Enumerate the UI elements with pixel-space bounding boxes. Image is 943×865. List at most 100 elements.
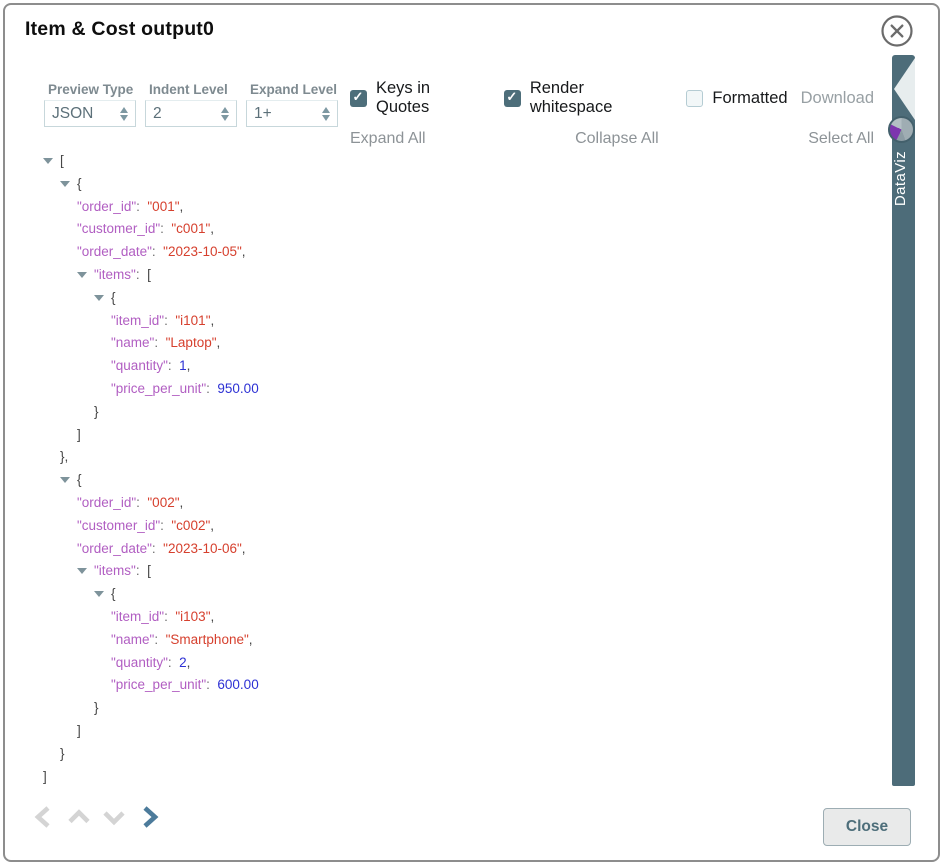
dataviz-tab[interactable]: DataViz — [888, 55, 915, 786]
collapse-arrow-icon[interactable] — [94, 591, 104, 598]
json-string: "i101" — [175, 312, 211, 328]
json-key: "item_id" — [111, 312, 165, 328]
json-punct: , — [179, 494, 184, 510]
up-arrow-icon[interactable] — [65, 803, 93, 831]
spinner-icon[interactable] — [221, 106, 229, 121]
tree-line: "quantity": 1, — [5, 355, 878, 378]
tree-line: "price_per_unit": 600.00 — [5, 674, 878, 697]
collapse-arrow-icon[interactable] — [94, 294, 104, 301]
json-string: "Laptop" — [165, 335, 217, 351]
expand-level-select[interactable]: 1+ — [246, 100, 338, 127]
json-tree: [ { "order_id": "001", "customer_id": "c001… — [5, 150, 878, 788]
tree-line: }, — [5, 446, 878, 469]
json-punct: } — [60, 745, 65, 761]
checkbox-keys-in-quotes[interactable]: Keys in Quotes — [350, 79, 485, 117]
close-button[interactable]: Close — [823, 808, 911, 846]
checkbox-row: Keys in Quotes Render whitespace Formatted… — [350, 79, 874, 117]
expand-all-link[interactable]: Expand All — [350, 130, 426, 147]
json-colon: : — [167, 358, 180, 374]
json-punct: }, — [60, 449, 69, 465]
json-colon: : — [160, 517, 172, 533]
checkbox-formatted[interactable]: Formatted — [686, 88, 788, 108]
collapse-all-link[interactable]: Collapse All — [575, 130, 659, 147]
checked-checkbox-icon[interactable] — [350, 89, 367, 107]
json-punct: [ — [60, 153, 64, 168]
tree-line: ] — [5, 424, 878, 447]
json-number: 2 — [179, 654, 187, 670]
tree-line: } — [5, 401, 878, 424]
prev-arrow-icon[interactable] — [30, 803, 58, 831]
json-colon: : — [136, 198, 148, 214]
json-string: "Smartphone" — [165, 631, 249, 647]
json-string: "i103" — [175, 608, 211, 624]
json-punct: } — [94, 700, 99, 716]
preview-type-group: Preview Type JSON — [44, 82, 136, 127]
collapse-arrow-icon[interactable] — [60, 180, 70, 187]
collapse-arrow-icon[interactable] — [60, 477, 70, 484]
json-punct: ] — [43, 768, 47, 784]
json-colon: : — [160, 221, 172, 237]
json-key: "order_id" — [77, 494, 137, 510]
tree-line: "quantity": 2, — [5, 652, 878, 675]
json-colon: : — [164, 312, 176, 328]
json-key: "items" — [94, 563, 136, 579]
json-colon: : — [164, 608, 176, 624]
checkbox-label: Keys in Quotes — [376, 79, 431, 116]
json-colon: : — [151, 540, 164, 556]
checkbox-label: Formatted — [712, 88, 788, 107]
result-pager — [30, 803, 163, 831]
checked-checkbox-icon[interactable] — [503, 89, 521, 107]
indent-level-group: Indent Level 2 — [145, 82, 237, 127]
json-punct: ] — [77, 722, 81, 738]
preview-type-select[interactable]: JSON — [44, 100, 136, 127]
collapse-arrow-icon[interactable] — [77, 271, 87, 278]
tree-line: "order_date": "2023-10-05", — [5, 241, 878, 264]
json-number: 1 — [179, 358, 187, 374]
json-punct: , — [210, 221, 215, 237]
json-colon: : — [154, 335, 166, 351]
spinner-icon[interactable] — [322, 106, 330, 121]
preview-dialog: Item & Cost output0 Preview Type JSON In… — [3, 3, 940, 862]
json-key: "items" — [94, 266, 136, 282]
json-string: "c002" — [171, 517, 211, 533]
json-punct: { — [77, 472, 82, 488]
unchecked-checkbox-icon[interactable] — [686, 89, 704, 107]
json-key: "order_date" — [77, 540, 152, 556]
tree-line: "item_id": "i103", — [5, 606, 878, 629]
checkbox-render-whitespace[interactable]: Render whitespace — [503, 79, 668, 117]
json-colon: : — [135, 563, 148, 579]
indent-level-label: Indent Level — [149, 82, 228, 97]
tree-line: } — [5, 743, 878, 766]
next-arrow-icon[interactable] — [135, 803, 163, 831]
down-arrow-icon[interactable] — [100, 803, 128, 831]
collapse-arrow-icon[interactable] — [77, 568, 87, 575]
tree-line: ] — [5, 720, 878, 743]
json-string: "c001" — [171, 221, 211, 237]
tree-line: "order_id": "001", — [5, 196, 878, 219]
expand-level-label: Expand Level — [250, 82, 338, 97]
select-all-link[interactable]: Select All — [808, 130, 874, 147]
download-link[interactable]: Download — [800, 88, 874, 107]
json-key: "customer_id" — [77, 517, 161, 533]
spinner-icon[interactable] — [120, 106, 128, 121]
json-punct: , — [241, 540, 246, 556]
preview-settings: Preview Type JSON Indent Level 2 Expand … — [44, 82, 338, 127]
tree-line: { — [5, 287, 878, 310]
tree-line: "order_date": "2023-10-06", — [5, 538, 878, 561]
json-colon: : — [167, 654, 180, 670]
tree-line: "customer_id": "c002", — [5, 515, 878, 538]
tree-line: "name": "Smartphone", — [5, 629, 878, 652]
json-punct: [ — [147, 266, 151, 282]
collapse-arrow-icon[interactable] — [43, 158, 53, 164]
json-colon: : — [206, 380, 218, 396]
json-punct: , — [186, 654, 191, 670]
json-punct: , — [210, 608, 215, 624]
fold-arrow-icon — [894, 58, 915, 120]
close-icon[interactable] — [880, 14, 914, 48]
json-colon: : — [206, 677, 218, 693]
json-punct: , — [210, 312, 215, 328]
indent-level-select[interactable]: 2 — [145, 100, 237, 127]
tree-line: [ — [5, 150, 878, 173]
checkbox-label: Render whitespace — [529, 79, 613, 116]
json-key: "order_date" — [77, 244, 152, 260]
